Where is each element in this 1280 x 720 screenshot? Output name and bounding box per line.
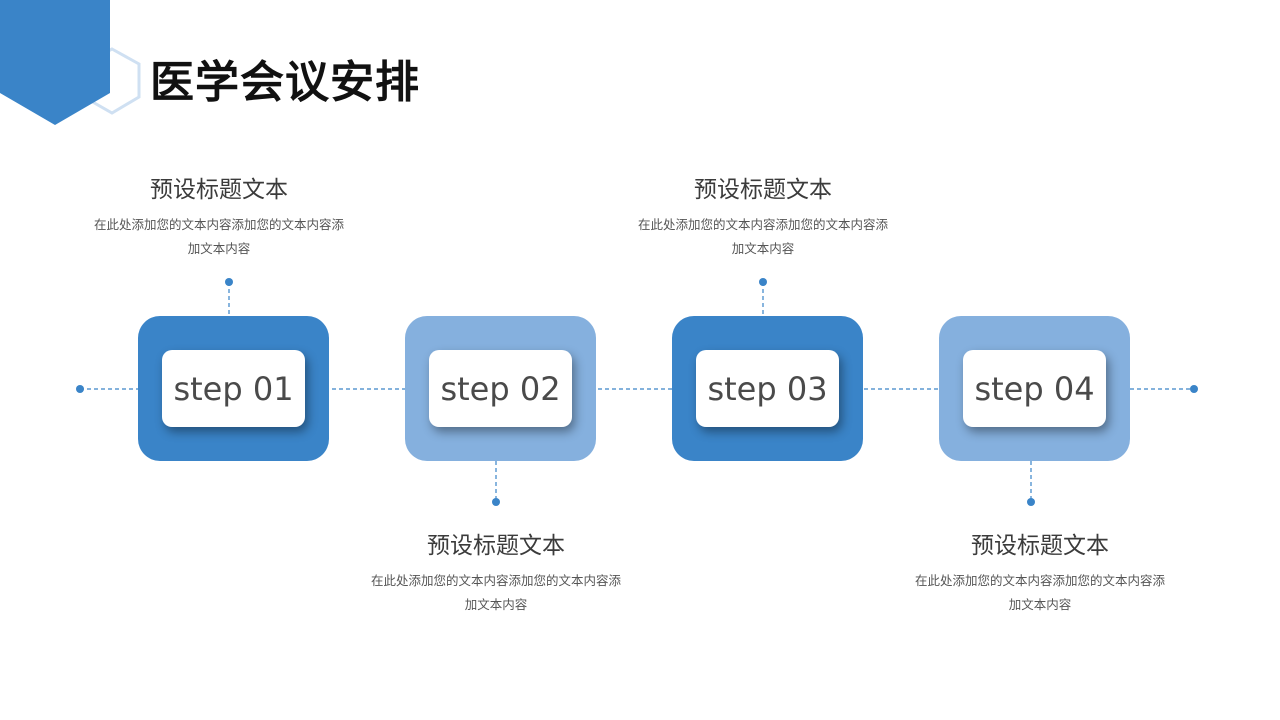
connector-dot-step-4 <box>1027 498 1035 506</box>
step-label-3: step 03 <box>707 369 828 408</box>
step-box-1: step 01 <box>138 316 329 461</box>
step-body-3: 在此处添加您的文本内容添加您的文本内容添加文本内容 <box>637 217 888 256</box>
connector-dot-step-2 <box>492 498 500 506</box>
timeline-end-dot <box>1190 385 1198 393</box>
timeline-start-dot <box>76 385 84 393</box>
step-card-1: step 01 <box>162 350 305 427</box>
step-title-3: 预设标题文本 <box>694 177 832 203</box>
hexagon-decoration <box>0 0 141 125</box>
connector-dot-step-1 <box>225 278 233 286</box>
text-block-step-1: 预设标题文本 在此处添加您的文本内容添加您的文本内容添加文本内容 <box>89 175 349 261</box>
step-card-3: step 03 <box>696 350 839 427</box>
text-block-step-3: 预设标题文本 在此处添加您的文本内容添加您的文本内容添加文本内容 <box>633 175 893 261</box>
step-box-3: step 03 <box>672 316 863 461</box>
step-label-4: step 04 <box>974 369 1095 408</box>
step-card-4: step 04 <box>963 350 1106 427</box>
step-title-1: 预设标题文本 <box>150 177 288 203</box>
text-block-step-2: 预设标题文本 在此处添加您的文本内容添加您的文本内容添加文本内容 <box>366 531 626 617</box>
step-box-4: step 04 <box>939 316 1130 461</box>
step-body-4: 在此处添加您的文本内容添加您的文本内容添加文本内容 <box>914 573 1165 612</box>
step-box-2: step 02 <box>405 316 596 461</box>
page-title: 医学会议安排 <box>150 57 420 108</box>
step-card-2: step 02 <box>429 350 572 427</box>
step-label-2: step 02 <box>440 369 561 408</box>
step-body-1: 在此处添加您的文本内容添加您的文本内容添加文本内容 <box>93 217 344 256</box>
hexagon-filled <box>0 0 110 125</box>
step-body-2: 在此处添加您的文本内容添加您的文本内容添加文本内容 <box>370 573 621 612</box>
text-block-step-4: 预设标题文本 在此处添加您的文本内容添加您的文本内容添加文本内容 <box>910 531 1170 617</box>
connector-dot-step-3 <box>759 278 767 286</box>
step-title-4: 预设标题文本 <box>971 533 1109 559</box>
step-label-1: step 01 <box>173 369 294 408</box>
step-title-2: 预设标题文本 <box>427 533 565 559</box>
